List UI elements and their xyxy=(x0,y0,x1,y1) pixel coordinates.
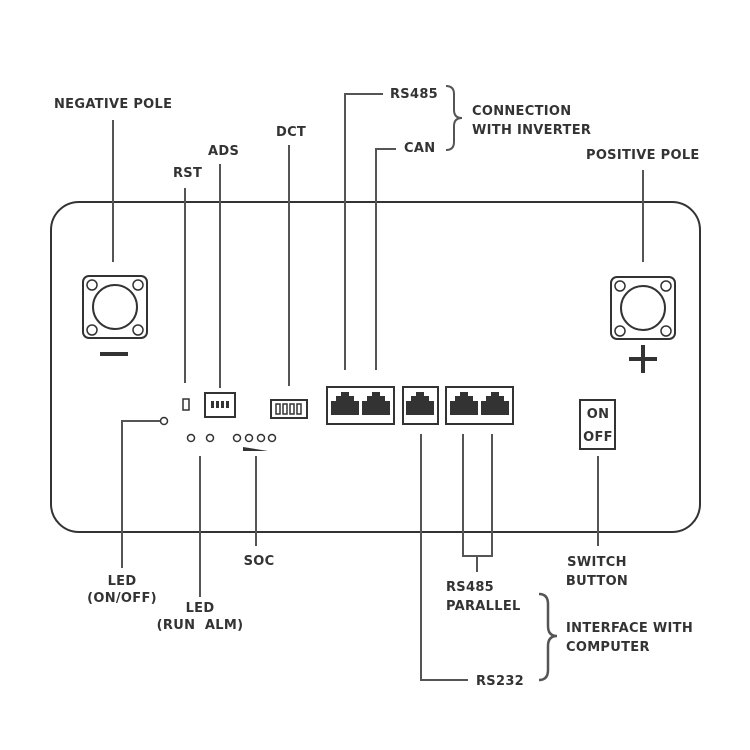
ads-label: ADS xyxy=(208,144,239,159)
switch-off-text: OFF xyxy=(583,430,613,445)
rst-label: RST xyxy=(173,166,202,181)
rs485-label: RS485 xyxy=(390,87,438,102)
interface-label-line1: INTERFACE WITH xyxy=(566,621,693,636)
led-power-indicator xyxy=(159,416,169,426)
plus-sign-icon xyxy=(629,345,657,373)
ads-dip-switch[interactable] xyxy=(204,392,236,418)
led-run-label-line2: (RUN ALM) xyxy=(157,618,244,633)
interface-label-line2: COMPUTER xyxy=(566,640,650,655)
positive-terminal xyxy=(610,276,676,340)
soc-led-row xyxy=(232,433,277,443)
leader-lines xyxy=(112,93,644,681)
soc-ramp-icon xyxy=(243,447,268,451)
positive-pole-label: POSITIVE POLE xyxy=(586,148,700,163)
led-alarm-indicator xyxy=(205,433,215,443)
rs232-label: RS232 xyxy=(476,674,524,689)
connection-brace-icon xyxy=(445,85,463,151)
rst-button[interactable] xyxy=(182,398,190,411)
soc-label: SOC xyxy=(244,554,275,569)
rs485-parallel-label-line2: PARALLEL xyxy=(446,599,521,614)
rs232-port[interactable] xyxy=(402,386,439,425)
dct-label: DCT xyxy=(276,125,306,140)
connection-label-line1: CONNECTION xyxy=(472,104,571,119)
minus-sign-icon xyxy=(100,352,128,356)
led-onoff-label-line2: (ON/OFF) xyxy=(87,591,157,606)
switch-label-line2: BUTTON xyxy=(566,574,628,589)
rs485-can-ports[interactable] xyxy=(326,386,395,425)
rs485-parallel-ports[interactable] xyxy=(445,386,514,425)
led-onoff-label-line1: LED xyxy=(108,574,137,589)
led-run-indicator xyxy=(186,433,196,443)
interface-brace-icon xyxy=(538,592,558,682)
power-switch[interactable] xyxy=(579,399,616,450)
can-label: CAN xyxy=(404,141,435,156)
negative-terminal xyxy=(82,275,148,339)
switch-on-text: ON xyxy=(587,407,610,422)
led-run-label-line1: LED xyxy=(186,601,215,616)
connection-label-line2: WITH INVERTER xyxy=(472,123,591,138)
dct-connector[interactable] xyxy=(270,399,308,419)
negative-pole-label: NEGATIVE POLE xyxy=(54,97,172,112)
switch-label-line1: SWITCH xyxy=(567,555,627,570)
rs485-parallel-label-line1: RS485 xyxy=(446,580,494,595)
